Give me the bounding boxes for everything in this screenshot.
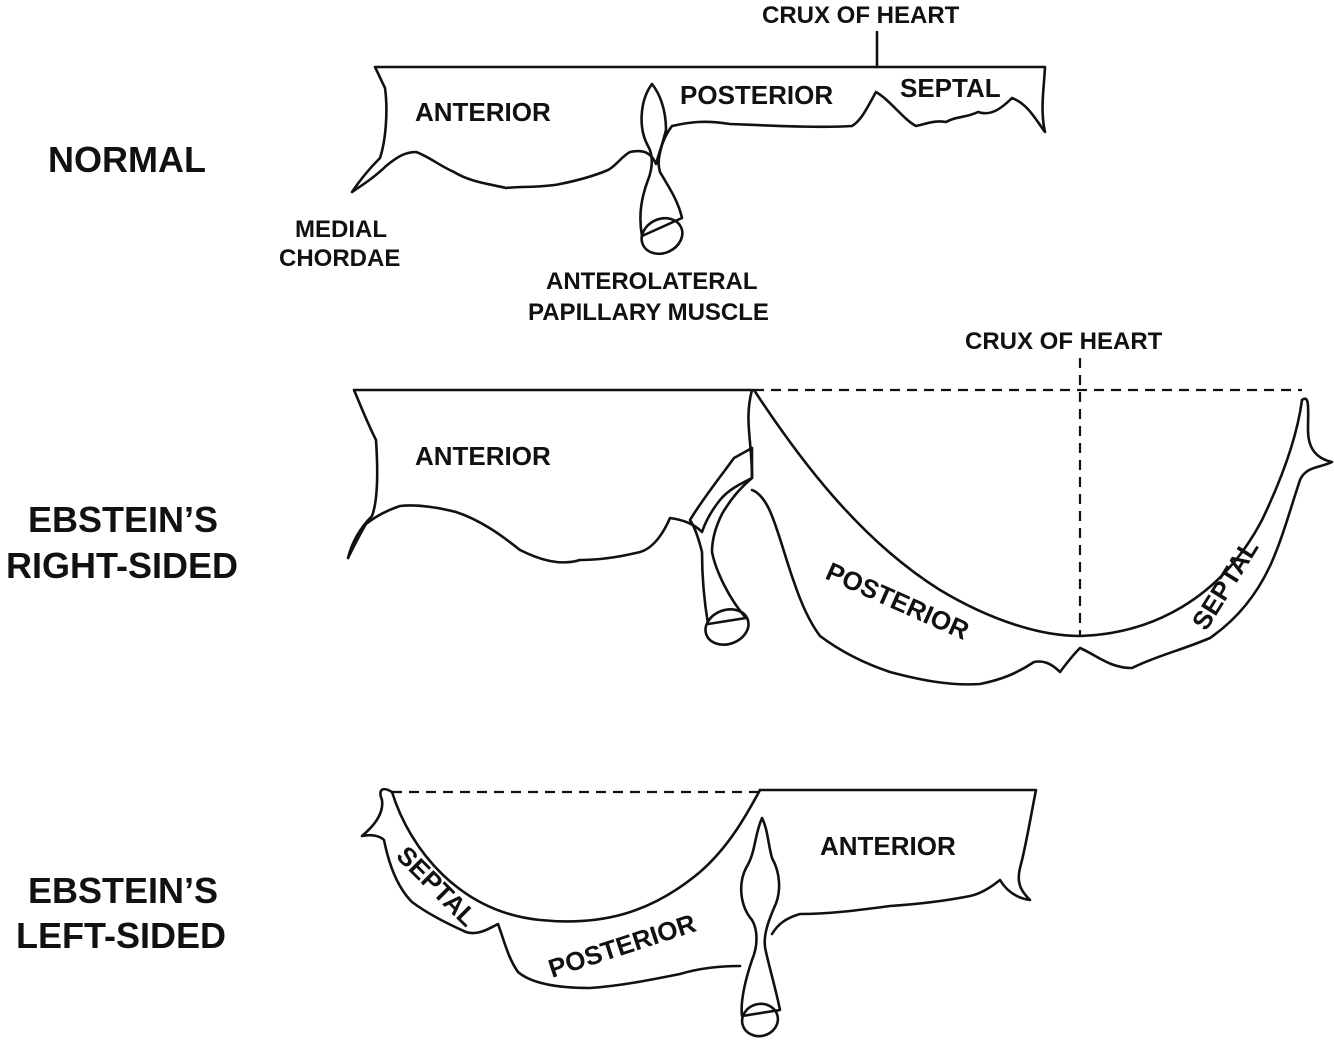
right-anterior-label: ANTERIOR: [415, 441, 551, 471]
normal-papillary-label-2: PAPILLARY MUSCLE: [528, 299, 769, 326]
left-posterior-label: POSTERIOR: [545, 908, 700, 984]
right-displaced-leaflet-outer: [750, 397, 1334, 686]
left-displaced-leaflet-inner: [390, 788, 762, 923]
right-crux-label: CRUX OF HEART: [965, 328, 1163, 355]
normal-title: NORMAL: [48, 139, 206, 180]
left-sided-title-line2: LEFT-SIDED: [16, 915, 226, 956]
left-papillary-tip: [740, 1002, 780, 1038]
right-displaced-leaflet-inner: [752, 388, 1304, 638]
left-sided-panel: EBSTEIN’S LEFT-SIDED ANTERIOR SEPTAL POS…: [16, 787, 1038, 1038]
left-anterior-leaflet: [758, 788, 1038, 936]
normal-panel: NORMAL CRUX OF HEART ANTERIOR POSTERIOR …: [48, 2, 1047, 326]
normal-septal-label: SEPTAL: [900, 73, 1001, 103]
normal-papillary-tip: [640, 216, 684, 256]
right-sided-title-line2: RIGHT-SIDED: [6, 545, 238, 586]
normal-papillary-muscle: [639, 82, 684, 238]
normal-papillary-label-1: ANTEROLATERAL: [546, 268, 758, 295]
normal-posterior-label: POSTERIOR: [680, 80, 833, 110]
right-posterior-label: POSTERIOR: [822, 556, 974, 646]
right-papillary-tip: [704, 608, 750, 646]
left-displaced-leaflet-outer: [360, 787, 742, 990]
normal-medial-chordae-label-1: MEDIAL: [295, 216, 387, 243]
normal-anterior-label: ANTERIOR: [415, 97, 551, 127]
normal-crux-label: CRUX OF HEART: [762, 2, 960, 29]
normal-leaflet-outline: [350, 65, 1047, 194]
right-sided-panel: EBSTEIN’S RIGHT-SIDED CRUX OF HEART ANTE…: [6, 328, 1334, 686]
right-septal-label: SEPTAL: [1186, 534, 1265, 635]
right-sided-title-line1: EBSTEIN’S: [28, 499, 218, 540]
right-anterior-leaflet: [346, 388, 754, 564]
normal-medial-chordae-label-2: CHORDAE: [279, 245, 400, 272]
right-papillary-muscle: [688, 446, 754, 626]
left-papillary-muscle: [739, 816, 782, 1018]
left-sided-title-line1: EBSTEIN’S: [28, 870, 218, 911]
left-anterior-label: ANTERIOR: [820, 831, 956, 861]
